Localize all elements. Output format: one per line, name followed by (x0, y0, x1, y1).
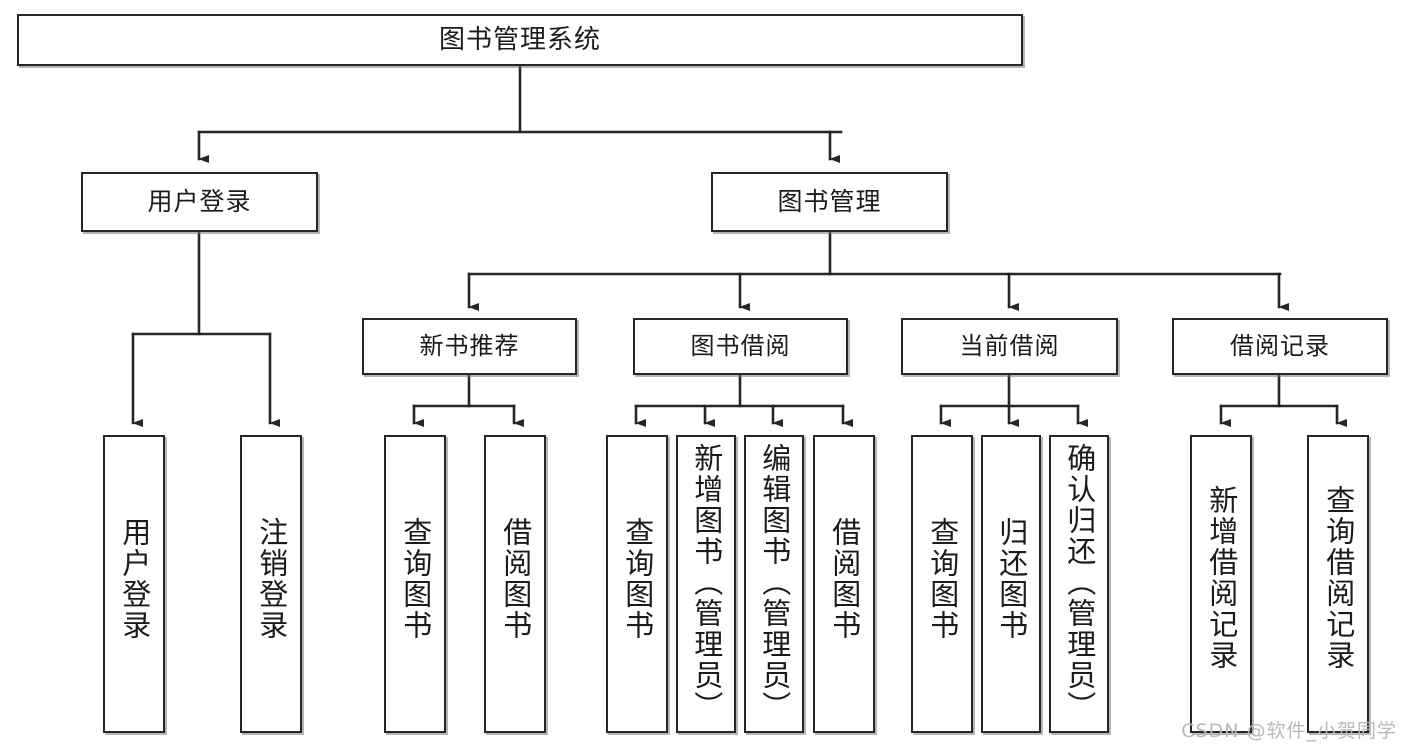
leaf-borrow-add-book-admin[interactable]: 新增图书（管理员） (676, 435, 736, 733)
node-new-book-recommend[interactable]: 新书推荐 (362, 318, 577, 375)
leaf-borrow-edit-book-admin-label: 编辑图书（管理员） (757, 443, 792, 722)
leaf-borrow-borrow-book-label: 借阅图书 (827, 517, 862, 641)
leaf-borrow-query-book-label: 查询图书 (620, 517, 655, 641)
node-root-system[interactable]: 图书管理系统 (17, 14, 1023, 66)
node-borrow-record[interactable]: 借阅记录 (1172, 318, 1388, 375)
leaf-record-query-record-label: 查询借阅记录 (1321, 485, 1356, 671)
leaf-user-login-logout[interactable]: 注销登录 (240, 435, 302, 733)
node-new-book-recommend-label: 新书推荐 (419, 332, 520, 361)
leaf-borrow-query-book[interactable]: 查询图书 (606, 435, 668, 733)
leaf-user-login-login[interactable]: 用户登录 (103, 435, 165, 733)
leaf-current-query-book[interactable]: 查询图书 (911, 435, 973, 733)
leaf-recommend-query-book[interactable]: 查询图书 (384, 435, 446, 733)
leaf-recommend-borrow-book[interactable]: 借阅图书 (484, 435, 546, 733)
leaf-recommend-borrow-book-label: 借阅图书 (498, 517, 533, 641)
node-current-borrow[interactable]: 当前借阅 (901, 318, 1118, 375)
leaf-borrow-borrow-book[interactable]: 借阅图书 (813, 435, 875, 733)
node-book-borrow-label: 图书借阅 (690, 332, 791, 361)
leaf-current-return-book-label: 归还图书 (994, 517, 1029, 641)
node-current-borrow-label: 当前借阅 (959, 332, 1060, 361)
leaf-borrow-add-book-admin-label: 新增图书（管理员） (689, 443, 724, 722)
leaf-record-add-record[interactable]: 新增借阅记录 (1190, 435, 1252, 733)
leaf-current-confirm-return-admin-label: 确认归还（管理员） (1062, 443, 1097, 722)
node-book-management[interactable]: 图书管理 (711, 172, 948, 232)
node-user-login-label: 用户登录 (147, 187, 252, 217)
node-root-label: 图书管理系统 (438, 24, 601, 55)
leaf-user-login-logout-label: 注销登录 (254, 517, 289, 641)
node-book-management-label: 图书管理 (777, 187, 882, 217)
node-user-login[interactable]: 用户登录 (81, 172, 318, 232)
leaf-current-confirm-return-admin[interactable]: 确认归还（管理员） (1049, 435, 1109, 733)
leaf-record-add-record-label: 新增借阅记录 (1204, 485, 1239, 671)
node-book-borrow[interactable]: 图书借阅 (633, 318, 848, 375)
leaf-current-return-book[interactable]: 归还图书 (981, 435, 1041, 733)
leaf-current-query-book-label: 查询图书 (925, 517, 960, 641)
leaf-user-login-login-label: 用户登录 (117, 517, 152, 641)
leaf-recommend-query-book-label: 查询图书 (398, 517, 433, 641)
leaf-record-query-record[interactable]: 查询借阅记录 (1307, 435, 1369, 733)
leaf-borrow-edit-book-admin[interactable]: 编辑图书（管理员） (744, 435, 804, 733)
node-borrow-record-label: 借阅记录 (1230, 332, 1330, 361)
